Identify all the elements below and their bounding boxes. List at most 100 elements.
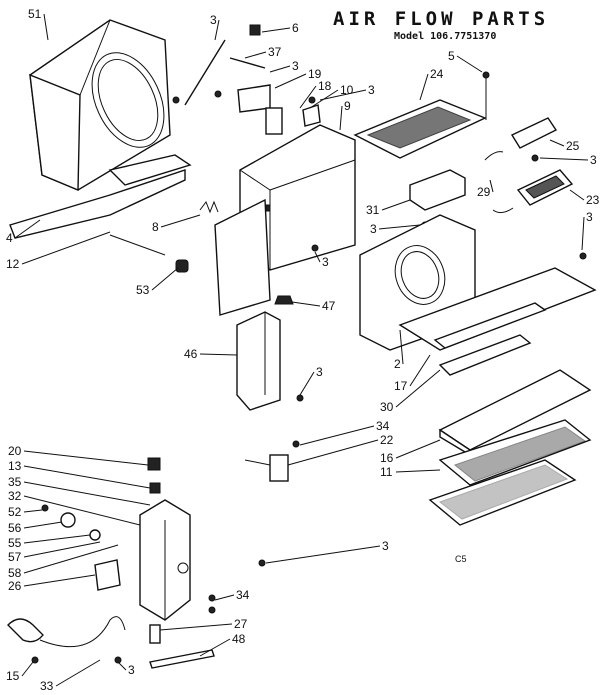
part-callout: 6 xyxy=(292,21,299,35)
part-callout: 33 xyxy=(40,679,54,693)
part-callout: 9 xyxy=(344,99,351,113)
leader-line xyxy=(549,139,565,147)
leader-line xyxy=(214,594,235,601)
leader-line xyxy=(23,544,119,574)
leader-line xyxy=(489,179,494,193)
part-callout: 37 xyxy=(268,45,282,59)
leader-line xyxy=(269,65,291,73)
model-number: Model 106.7751370 xyxy=(394,31,497,42)
leader-line xyxy=(409,354,431,387)
part-callout: 22 xyxy=(380,433,394,447)
part-callout: 4 xyxy=(6,231,13,245)
part-callout: 3 xyxy=(316,365,323,379)
power-cord xyxy=(7,616,126,664)
leader-line xyxy=(274,73,307,89)
part-callout: 20 xyxy=(8,444,22,458)
part-callout: 3 xyxy=(210,13,217,27)
leader-line xyxy=(199,353,238,356)
part-callout: 27 xyxy=(234,617,248,631)
part-callout: 58 xyxy=(8,566,22,580)
fasteners-mid xyxy=(274,244,319,305)
part-callout: 5 xyxy=(448,49,455,63)
leader-line xyxy=(23,534,91,544)
part-callout: 10 xyxy=(340,83,354,97)
part-callout: 12 xyxy=(6,257,20,271)
leader-line xyxy=(319,89,367,101)
part-callout: 15 xyxy=(6,669,20,683)
part-callout: 26 xyxy=(8,579,22,593)
leader-line xyxy=(23,465,151,489)
leader-line xyxy=(21,231,111,265)
part-callout: 3 xyxy=(590,153,597,167)
leader-line xyxy=(456,55,483,73)
leader-line xyxy=(244,51,267,59)
leader-line xyxy=(395,369,441,408)
leader-line xyxy=(395,469,441,473)
leader-line xyxy=(199,638,231,657)
part-callout: 48 xyxy=(232,632,246,646)
diagram-title: AIR FLOW PARTS xyxy=(333,8,550,30)
part-callout: 3 xyxy=(322,255,329,269)
terminal-block xyxy=(244,440,300,482)
partition-panel xyxy=(214,124,356,316)
leader-line xyxy=(55,659,101,687)
part-callout: 24 xyxy=(430,67,444,81)
leader-line xyxy=(539,157,589,161)
leader-line xyxy=(261,27,291,33)
filter-tray xyxy=(428,369,592,526)
leader-line xyxy=(159,623,233,631)
part-callout: 31 xyxy=(366,203,380,217)
bracket xyxy=(236,311,304,411)
part-callout: 3 xyxy=(128,663,135,677)
part-callout: 25 xyxy=(566,139,580,153)
leader-line xyxy=(117,661,127,671)
part-callout: 11 xyxy=(380,465,393,479)
leader-line xyxy=(314,251,321,263)
leader-line xyxy=(299,85,317,109)
leader-line xyxy=(339,105,343,131)
motor-bracket-parts xyxy=(172,84,321,135)
leader-line xyxy=(23,521,63,529)
leader-line xyxy=(23,509,43,513)
part-callout: 17 xyxy=(394,379,408,393)
leader-line xyxy=(23,481,151,506)
leader-line xyxy=(581,216,585,251)
leader-line xyxy=(395,439,441,459)
leader-line xyxy=(214,19,220,41)
part-callout: 13 xyxy=(8,459,22,473)
part-callout: 34 xyxy=(376,419,390,433)
part-callout: 35 xyxy=(8,475,22,489)
leader-line xyxy=(23,495,141,526)
base-panels xyxy=(398,267,597,376)
leader-line xyxy=(299,371,315,396)
part-callout: 2 xyxy=(394,357,401,371)
part-callout: 56 xyxy=(8,521,22,535)
footnote-code: C5 xyxy=(455,554,467,564)
spring xyxy=(199,200,219,214)
leader-line xyxy=(299,425,375,446)
leader-line xyxy=(23,574,96,587)
leader-line xyxy=(21,661,34,677)
part-callout: 23 xyxy=(586,193,600,207)
linkage-rod xyxy=(184,24,266,106)
part-callout: 53 xyxy=(136,283,150,297)
part-callout: 3 xyxy=(586,210,593,224)
leader-line xyxy=(43,13,49,41)
leader-line xyxy=(378,224,421,230)
leader-lines xyxy=(14,13,589,687)
part-callout: 34 xyxy=(236,588,250,602)
fan-shroud xyxy=(29,19,171,192)
leader-line xyxy=(265,545,381,564)
part-callout: 30 xyxy=(380,400,394,414)
part-callout: 57 xyxy=(8,550,22,564)
switch-parts xyxy=(149,624,215,669)
control-box xyxy=(41,457,266,621)
part-callout: 16 xyxy=(380,451,394,465)
part-callout: 19 xyxy=(308,67,322,81)
part-callout: 55 xyxy=(8,536,22,550)
leader-line xyxy=(23,450,149,466)
part-callout: 51 xyxy=(28,7,42,21)
